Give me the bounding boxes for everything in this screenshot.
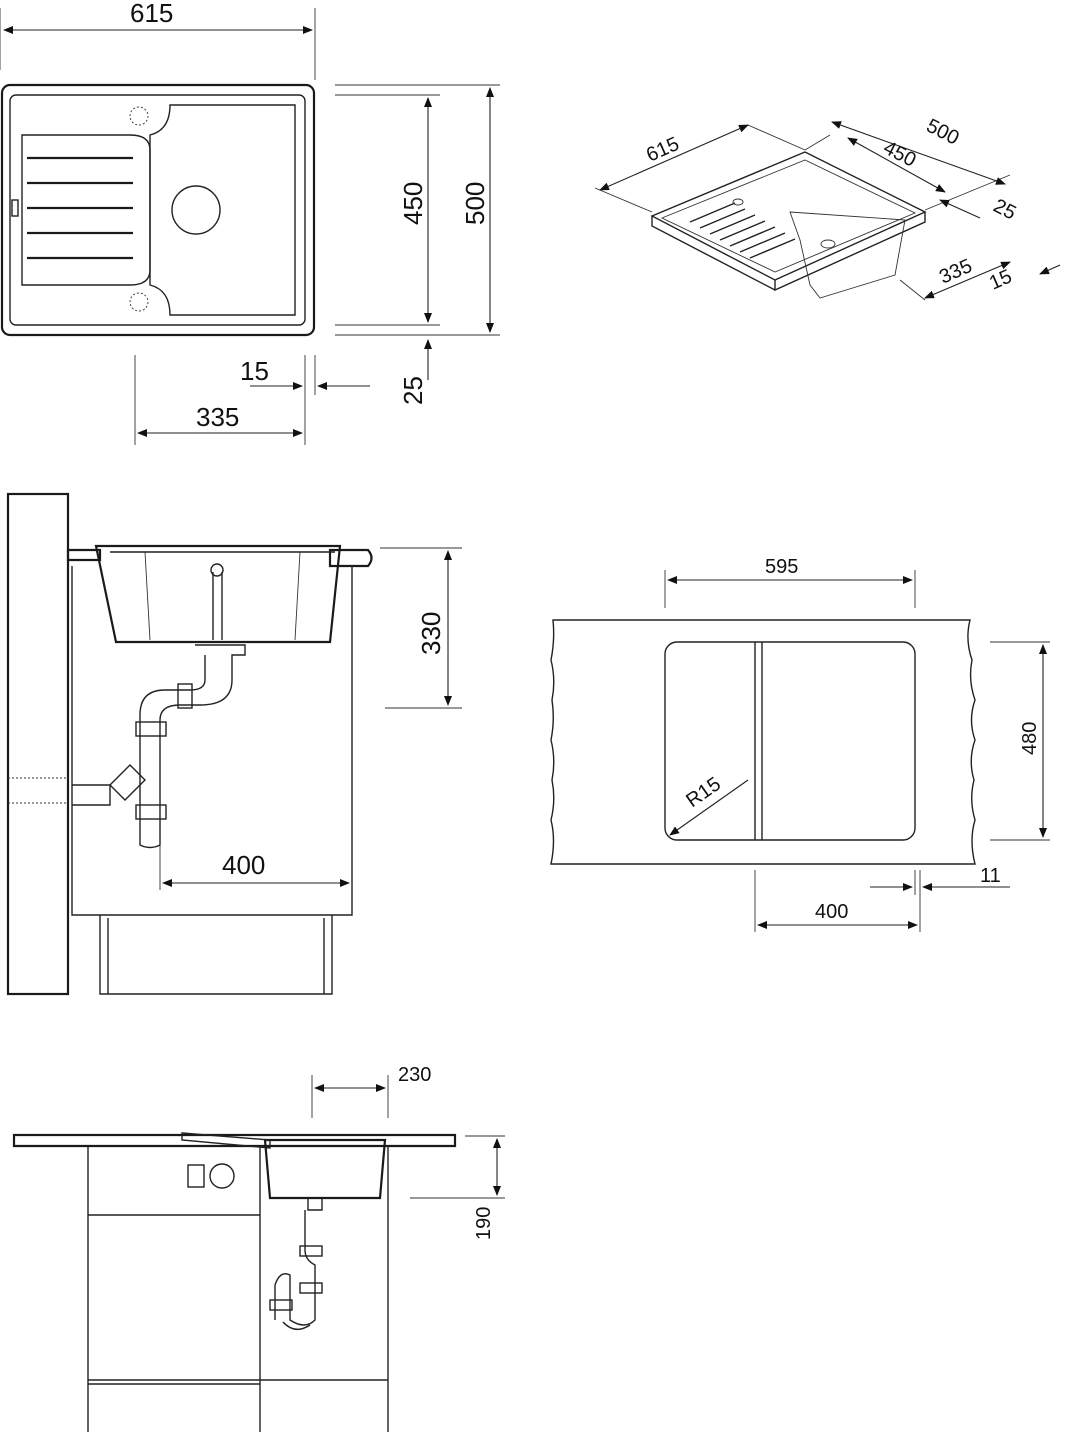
cabinet-base: [99, 915, 333, 995]
cut-dim-label-width: 595: [765, 556, 798, 578]
iso-dim-label-drain-x: 335: [936, 255, 975, 289]
cut-dim-label-edge: 11: [980, 865, 1001, 887]
side-section: 230 190: [12, 1064, 505, 1432]
appliance-knob: [209, 1163, 235, 1189]
iso-dim-line-offset-x: [1039, 264, 1061, 275]
cutout-view: 595 480 R15 400 11: [550, 556, 1050, 932]
side-trap: [307, 1198, 323, 1211]
overflow-slot: [11, 199, 19, 217]
cut-dim-label-height: 480: [1019, 722, 1041, 755]
wall: [6, 492, 70, 996]
sink-outer-outline: [0, 83, 316, 337]
cut-dim-line-radius: [669, 779, 749, 836]
cut-dim-label-radius: R15: [682, 773, 725, 812]
iso-sink-top: [650, 151, 927, 281]
dim-label-offset-y: 25: [398, 376, 428, 405]
sink-rim: [9, 94, 306, 326]
iso-dim-line-bowl: [847, 137, 946, 193]
countertop-side: [12, 1133, 457, 1148]
cut-dim-label-drain: 400: [815, 901, 848, 923]
dim-label-offset-x: 15: [240, 356, 269, 386]
dim-label-drain-x: 335: [196, 402, 239, 432]
tap-hole-marker-bottom: [129, 292, 149, 312]
bowl-outline: [149, 104, 296, 316]
iso-dim-label-depth: 500: [923, 115, 963, 150]
tap-hole-marker-top: [129, 106, 149, 126]
side-dim-label-offset: 230: [398, 1064, 431, 1086]
dim-label-width: 615: [130, 0, 173, 28]
trap-pipe: [180, 644, 246, 706]
countertop-cutout-panel: [550, 619, 976, 865]
iso-drainer-ribs: [689, 202, 796, 259]
isometric-view: 615 500 450 25 335 15: [594, 115, 1061, 301]
cabinet-section: 330 400: [6, 492, 462, 996]
dim-label-bowl-height: 450: [398, 182, 428, 225]
iso-dim-label-offset-y: 25: [990, 195, 1020, 225]
cabinet-body: [71, 566, 353, 916]
iso-bowl: [789, 211, 906, 299]
side-dim-label-depth: 190: [473, 1207, 495, 1240]
cutout-outline: [664, 641, 916, 841]
top-view: 615 450 500 25: [0, 0, 500, 445]
dim-label-total-height: 500: [460, 182, 490, 225]
drainer-ribs: [27, 156, 133, 260]
sink-side-bowl: [263, 1138, 387, 1200]
drain-hole: [171, 185, 221, 235]
iso-dim-label-bowl: 450: [880, 137, 920, 172]
iso-dim-line-offset-y: [939, 199, 981, 219]
overflow-pipe: [212, 572, 223, 640]
sink-section: [94, 544, 342, 644]
iso-dim-label-width: 615: [643, 133, 682, 167]
cab-dim-label-drain: 400: [222, 850, 265, 880]
cab-dim-label-height: 330: [416, 612, 446, 655]
iso-dim-line-drain-x: [924, 261, 1011, 299]
iso-dim-line-width: [599, 124, 749, 191]
appliance-switch: [187, 1164, 205, 1188]
